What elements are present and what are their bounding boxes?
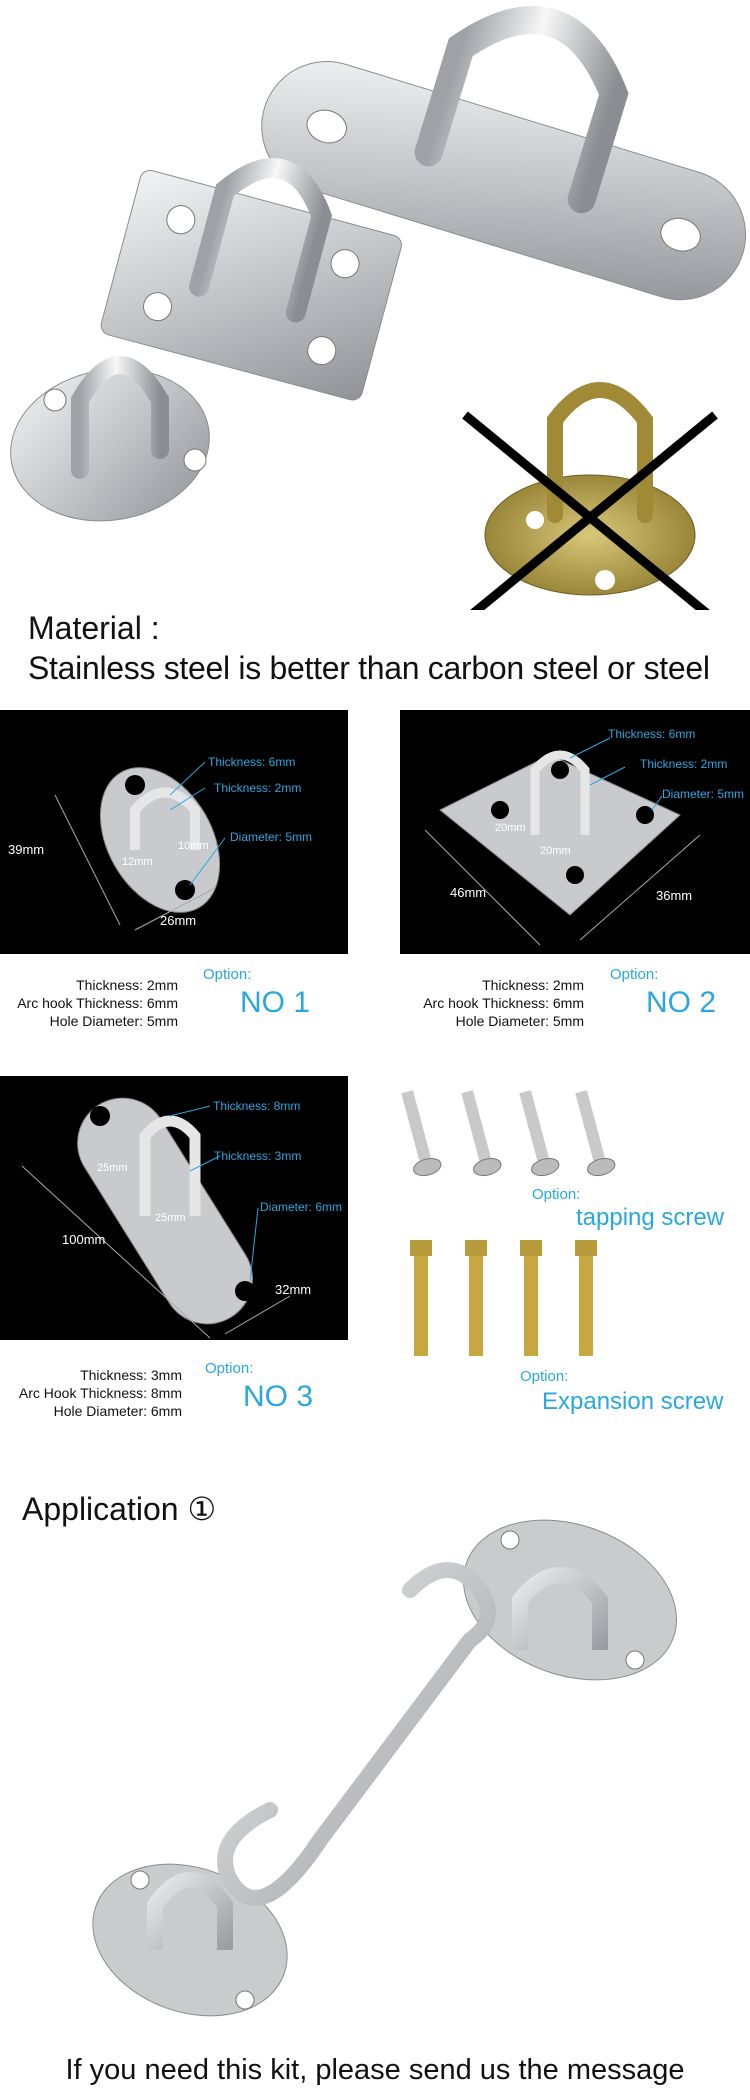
no3-diagram-panel: Thickness: 8mm Thickness: 3mm Diameter: … xyxy=(0,1076,348,1340)
tapping-option-name: tapping screw xyxy=(576,1204,725,1231)
no1-option-name: NO 1 xyxy=(240,986,311,1019)
no1-dim-12: 12mm xyxy=(122,856,153,868)
no3-option-name: NO 3 xyxy=(243,1380,314,1413)
expansion-option-name: Expansion screw xyxy=(542,1388,724,1415)
application-hook-image xyxy=(92,1519,678,2017)
no2-diagram xyxy=(424,737,701,946)
no1-thickness-callout: Thickness: 6mm xyxy=(208,755,296,769)
no3-diagram xyxy=(21,1097,291,1339)
no2-thickness-callout: Thickness: 6mm xyxy=(608,727,696,741)
material-heading: Material : xyxy=(28,610,160,646)
square-plate-pad-eye xyxy=(100,158,402,401)
no3-diameter-callout: Diameter: 6mm xyxy=(260,1200,343,1214)
no2-dim-length: 46mm xyxy=(450,885,487,900)
material-description: Stainless steel is better than carbon st… xyxy=(28,650,710,686)
no3-dim-25b: 25mm xyxy=(155,1212,186,1224)
no2-option-label: Option: xyxy=(610,966,659,983)
no1-dim-length: 39mm xyxy=(8,842,45,857)
carbon-steel-pad-eye-crossed xyxy=(484,382,696,596)
no2-dim-width: 36mm xyxy=(656,888,693,903)
no1-diameter-callout: Diameter: 5mm xyxy=(230,830,313,844)
no1-dim-width: 26mm xyxy=(160,913,197,928)
no1-diagram xyxy=(54,761,226,931)
no2-dim-20b: 20mm xyxy=(540,845,571,857)
no2-diameter-callout: Diameter: 5mm xyxy=(662,787,745,801)
no1-specs: Thickness: 2mm Arc hook Thickness: 6mm H… xyxy=(17,977,178,1029)
hero-product-image xyxy=(10,6,747,610)
screws-image xyxy=(401,1090,616,1356)
no3-dim-25a: 25mm xyxy=(97,1162,128,1174)
long-plate-pad-eye xyxy=(261,6,747,301)
cross-mark-icon xyxy=(462,411,718,610)
no1-option-label: Option: xyxy=(203,966,252,983)
no3-thickness2-callout: Thickness: 3mm xyxy=(214,1149,302,1163)
expansion-screws xyxy=(410,1240,597,1356)
no1-thickness2-callout: Thickness: 2mm xyxy=(214,781,302,795)
no3-thickness-callout: Thickness: 8mm xyxy=(213,1099,301,1113)
no2-diagram-panel: Thickness: 6mm Thickness: 2mm Diameter: … xyxy=(400,710,750,954)
no2-option-name: NO 2 xyxy=(646,986,717,1019)
tapping-option-label: Option: xyxy=(532,1186,581,1203)
oval-plate-pad-eye xyxy=(10,356,210,522)
no3-specs: Thickness: 3mm Arc Hook Thickness: 8mm H… xyxy=(18,1367,182,1419)
no3-dim-width: 32mm xyxy=(275,1282,312,1297)
no3-option-label: Option: xyxy=(205,1360,254,1377)
no2-dim-20a: 20mm xyxy=(495,822,526,834)
no2-specs: Thickness: 2mm Arc hook Thickness: 6mm H… xyxy=(423,977,584,1029)
no1-diagram-panel: Thickness: 6mm Thickness: 2mm Diameter: … xyxy=(0,710,348,954)
footer-message: If you need this kit, please send us the… xyxy=(65,2054,685,2086)
tapping-screws xyxy=(401,1090,616,1177)
no3-dim-length: 100mm xyxy=(62,1232,106,1247)
no1-dim-10: 10mm xyxy=(178,840,209,852)
expansion-option-label: Option: xyxy=(520,1368,569,1385)
no2-thickness2-callout: Thickness: 2mm xyxy=(640,757,728,771)
application-heading: Application ① xyxy=(22,1491,217,1527)
